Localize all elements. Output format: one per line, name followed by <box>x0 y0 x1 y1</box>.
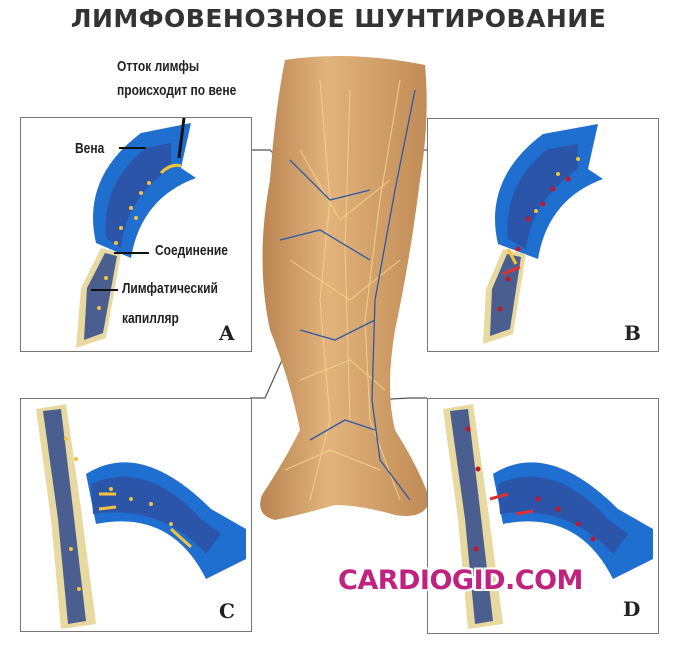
junction-label: Соединение <box>155 242 228 259</box>
outflow-label-line1: Отток лимфы <box>117 58 200 75</box>
panel-c: C <box>20 398 252 632</box>
panel-d-illustration <box>443 404 653 629</box>
panel-b-illustration <box>483 124 603 344</box>
panel-a-illustration <box>76 118 196 348</box>
panel-letter-c: C <box>219 599 235 623</box>
panel-d: D <box>427 398 659 634</box>
vein-label: Вена <box>75 140 105 157</box>
watermark-logo: CARDIOGID.COM <box>338 565 583 596</box>
panel-letter-b: B <box>624 321 641 345</box>
panel-c-illustration <box>36 404 246 629</box>
panel-a: Вена Соединение Лимфатический капилляр A <box>20 117 252 352</box>
capillary-label-line1: Лимфатический <box>122 280 218 297</box>
panel-letter-a: A <box>219 321 235 345</box>
panel-b: B <box>427 118 659 352</box>
panel-letter-d: D <box>623 597 641 621</box>
outflow-label-line2: происходит по вене <box>117 82 237 99</box>
capillary-label-line2: капилляр <box>122 310 179 327</box>
page-title: ЛИМФОВЕНОЗНОЕ ШУНТИРОВАНИЕ <box>70 4 607 33</box>
